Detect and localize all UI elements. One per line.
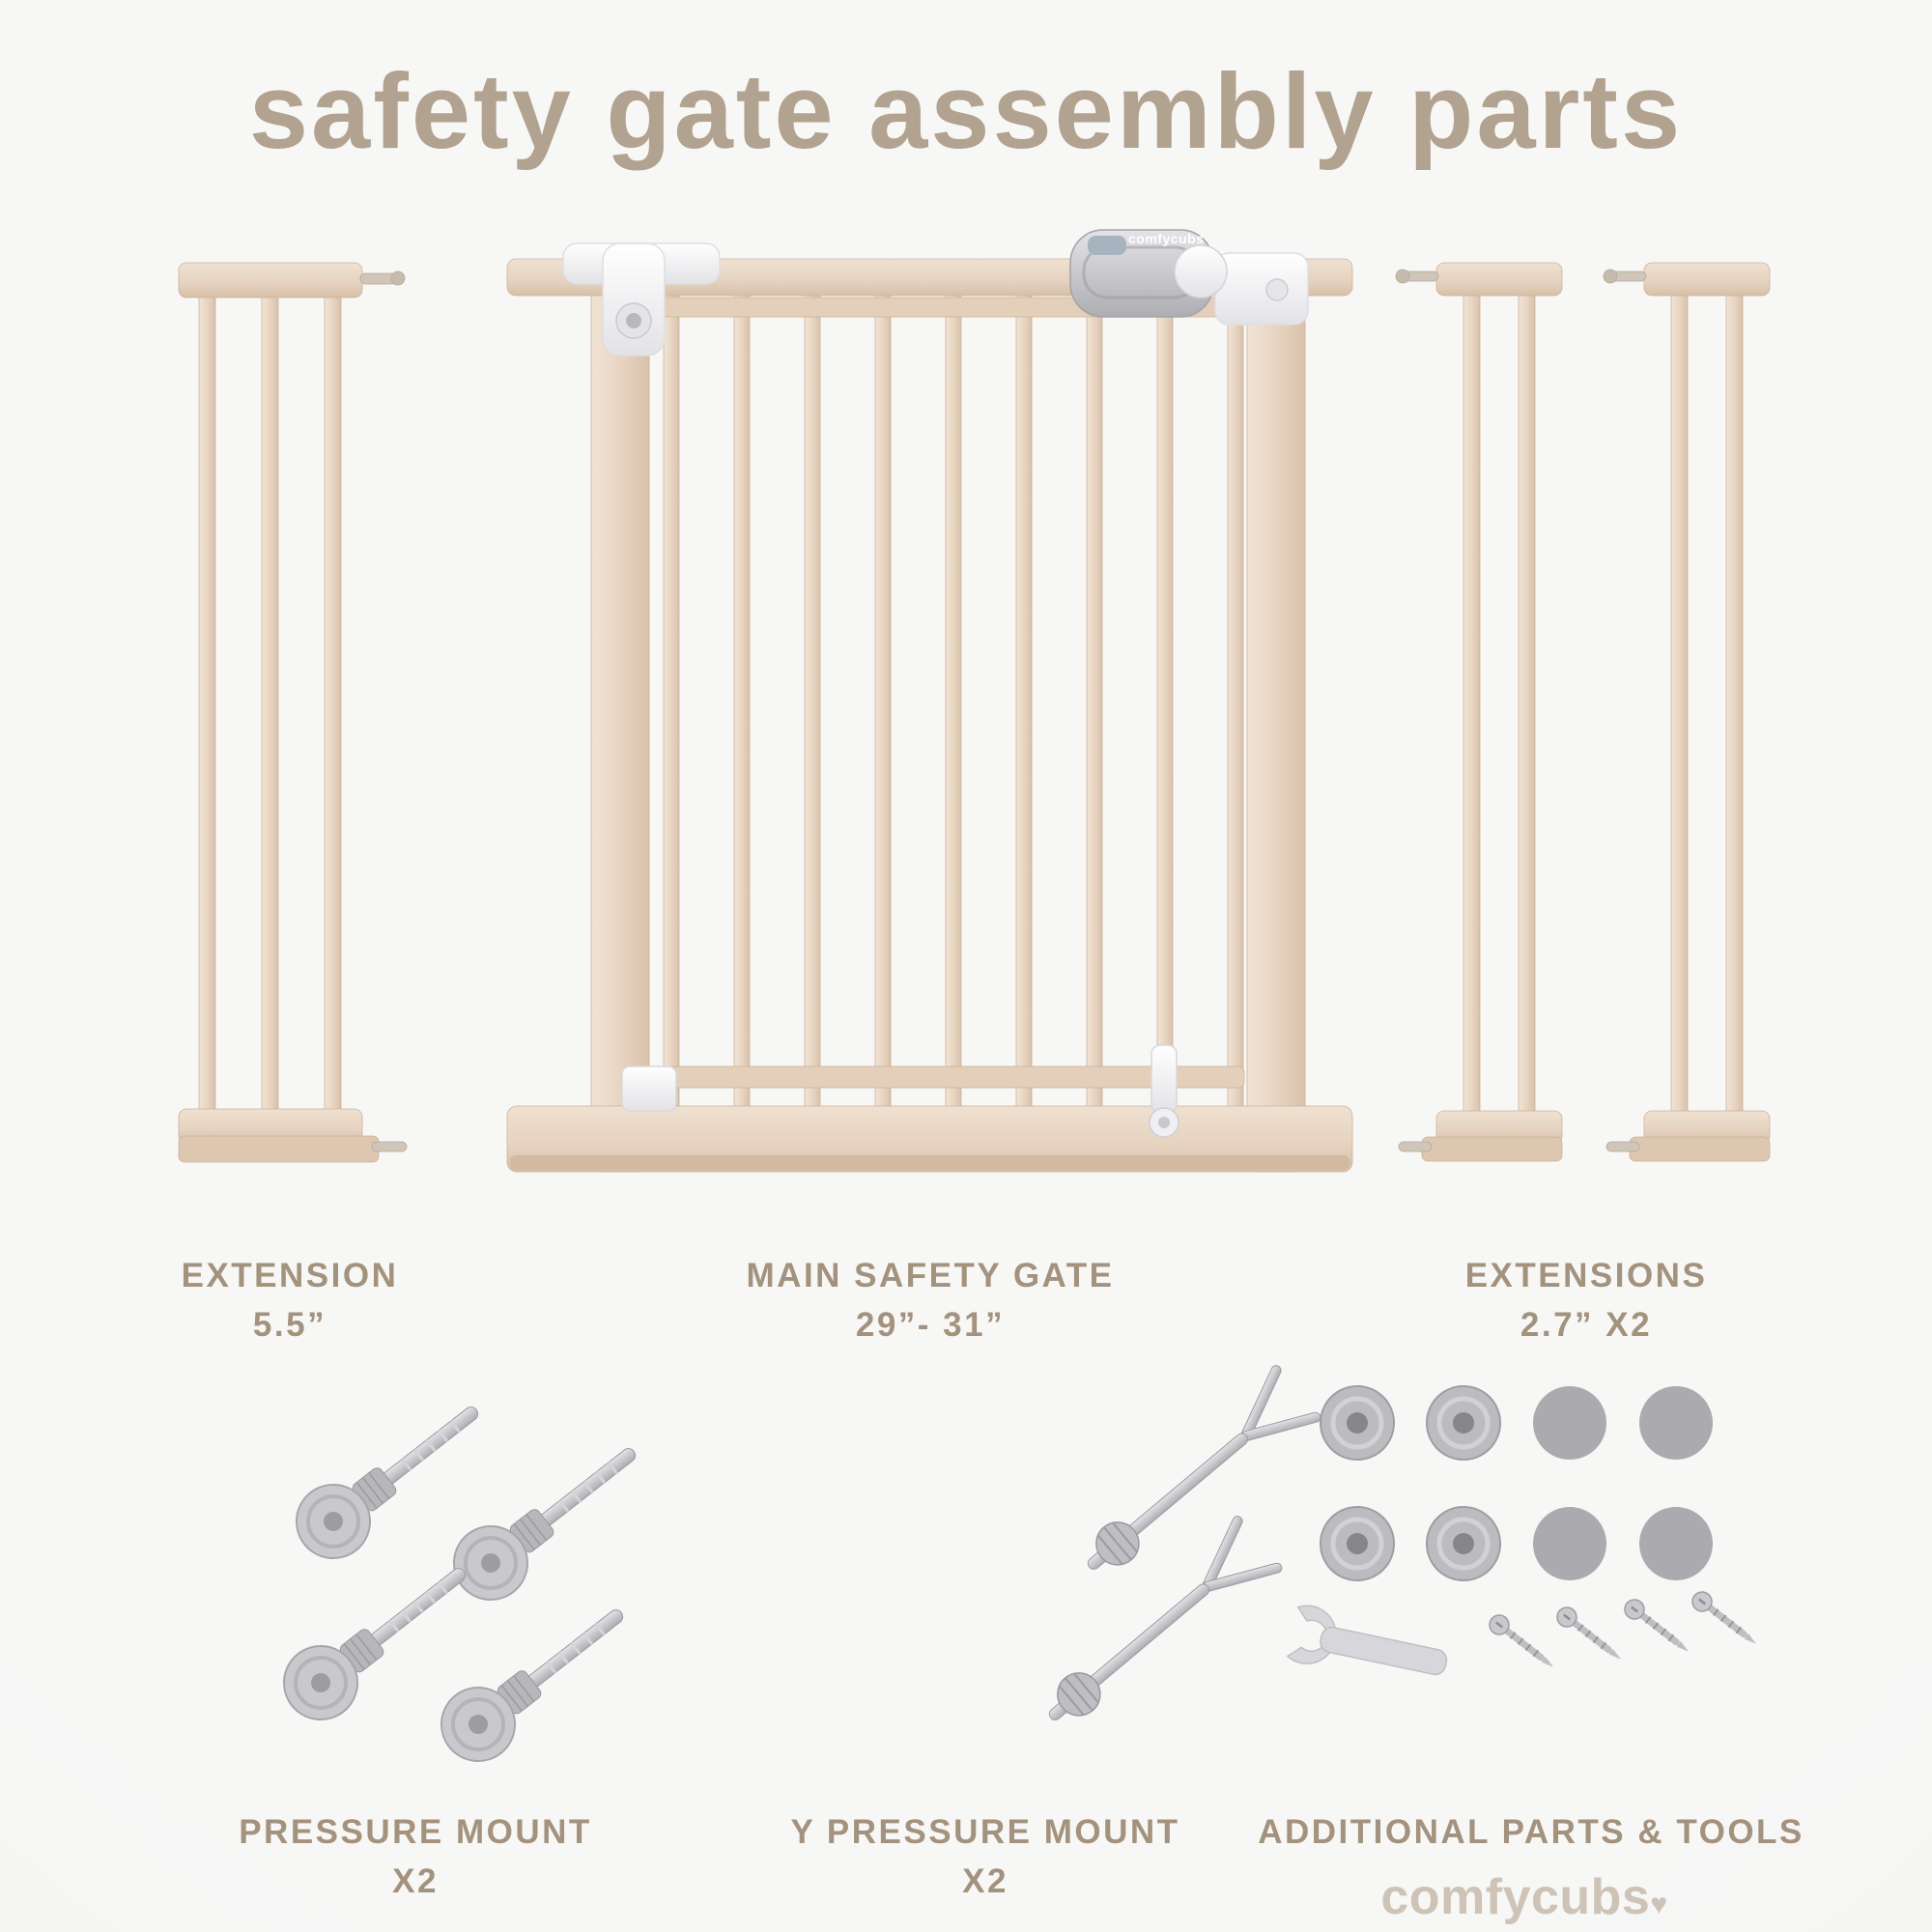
- extension-left-bars: [198, 284, 342, 1126]
- wall-cups-illustration: [1321, 1386, 1713, 1580]
- wall-disc-icon: [1533, 1507, 1606, 1580]
- heart-icon: ♥: [1650, 1889, 1668, 1920]
- y-pressure-mount-icon: [1026, 1511, 1288, 1747]
- extensions-right-label: EXTENSIONS 2.7” X2: [1296, 1252, 1876, 1350]
- main-gate-name: MAIN SAFETY GATE: [746, 1257, 1115, 1294]
- wall-cup-icon: [1321, 1386, 1394, 1460]
- screw-icon: [1687, 1586, 1764, 1653]
- main-gate-latch-rod: [1149, 1044, 1179, 1138]
- wall-disc-icon: [1639, 1386, 1713, 1460]
- screw-icon: [1551, 1602, 1629, 1668]
- wall-cup-icon: [1427, 1386, 1500, 1460]
- brand-name: comfycubs: [1380, 1869, 1651, 1925]
- pressure-mount-icon: [424, 1581, 646, 1778]
- main-gate-bottom-rail-shadow: [510, 1155, 1350, 1170]
- extension-right-2-bottom-pin: [1605, 1141, 1640, 1152]
- extension-right-1-foot: [1421, 1136, 1563, 1162]
- wall-cup-icon: [1427, 1507, 1500, 1580]
- y-pressure-mount-name: Y PRESSURE MOUNT: [790, 1813, 1180, 1851]
- extension-right-1-top-pin: [1395, 269, 1439, 284]
- extension-left-bottom-pin: [371, 1141, 408, 1152]
- page-title: safety gate assembly parts: [248, 52, 1684, 171]
- y-pressure-mounts-illustration: [1026, 1360, 1326, 1747]
- additional-parts-name: ADDITIONAL PARTS & TOOLS: [1258, 1813, 1804, 1851]
- hinge-icon: [562, 242, 721, 356]
- pressure-mount-label: PRESSURE MOUNT X2: [126, 1808, 705, 1907]
- extension-left-label: EXTENSION 5.5”: [87, 1252, 493, 1350]
- main-gate-size: 29”- 31”: [855, 1305, 1006, 1344]
- extension-right-1-bars: [1463, 284, 1536, 1126]
- main-gate-left-post: [590, 258, 650, 1173]
- latch-handle-icon: comfycubs: [1069, 229, 1309, 326]
- extension-left-top-rail: [178, 262, 363, 298]
- main-gate-illustration: comfycubs: [506, 229, 1353, 1173]
- screw-icon: [1484, 1609, 1561, 1676]
- y-pressure-mount-label: Y PRESSURE MOUNT X2: [696, 1808, 1275, 1907]
- extension-right-2-top-rail: [1643, 262, 1771, 297]
- extension-left-top-pin: [359, 270, 406, 286]
- extension-right-2-foot: [1629, 1136, 1771, 1162]
- wrench-icon: [1286, 1605, 1448, 1676]
- screws-illustration: [1484, 1586, 1764, 1676]
- wall-cup-icon: [1321, 1507, 1394, 1580]
- extension-right-2-top-pin: [1603, 269, 1647, 284]
- brand-wordmark: comfycubs♥: [1235, 1868, 1814, 1926]
- y-pressure-mount-qty: X2: [962, 1861, 1009, 1900]
- extension-left-illustration: [178, 262, 408, 1163]
- extensions-right-size: 2.7” X2: [1520, 1305, 1653, 1344]
- y-pressure-mount-icon: [1065, 1360, 1326, 1597]
- pressure-mount-qty: X2: [392, 1861, 439, 1900]
- extension-right-1-top-rail: [1435, 262, 1563, 297]
- screw-icon: [1619, 1594, 1696, 1661]
- main-gate-label: MAIN SAFETY GATE 29”- 31”: [640, 1252, 1220, 1350]
- additional-parts-label: ADDITIONAL PARTS & TOOLS: [1232, 1808, 1831, 1858]
- extension-left-foot: [178, 1135, 380, 1163]
- pressure-mount-name: PRESSURE MOUNT: [239, 1813, 592, 1851]
- extensions-right-name: EXTENSIONS: [1464, 1257, 1708, 1294]
- pressure-mount-icon: [437, 1420, 659, 1617]
- latch-brand-text: comfycubs: [1128, 231, 1204, 246]
- main-gate-door-bars: [663, 289, 1244, 1117]
- pressure-mounts-illustration: [267, 1378, 659, 1778]
- wall-disc-icon: [1533, 1386, 1606, 1460]
- wall-disc-icon: [1639, 1507, 1713, 1580]
- extension-right-1-illustration: [1395, 262, 1563, 1162]
- extension-left-name: EXTENSION: [181, 1257, 399, 1294]
- main-gate-bottom-latch: [621, 1065, 677, 1112]
- extension-right-1-bottom-pin: [1398, 1141, 1433, 1152]
- main-gate-right-post: [1246, 258, 1306, 1173]
- extension-right-2-illustration: [1603, 262, 1771, 1162]
- additional-parts-illustration: [1286, 1386, 1764, 1676]
- extension-left-size: 5.5”: [252, 1305, 327, 1344]
- extension-right-2-bars: [1670, 284, 1744, 1126]
